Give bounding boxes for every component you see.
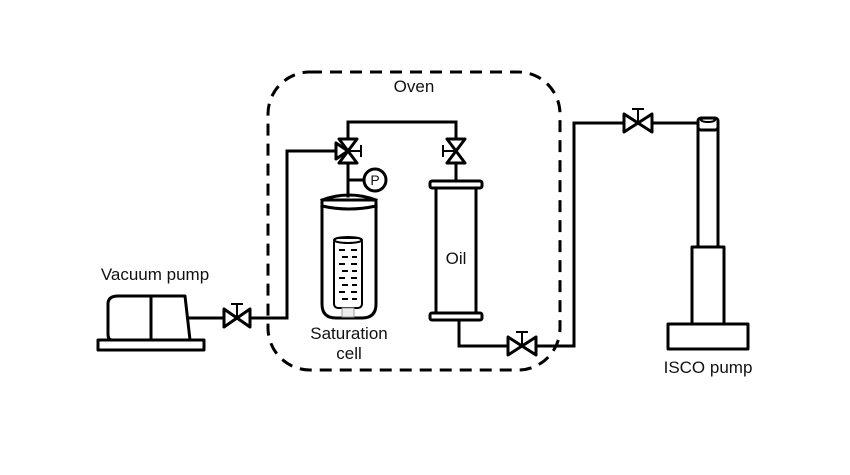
valve-oil-outlet[interactable] — [506, 331, 538, 357]
valve-handle-icon — [516, 331, 528, 346]
pressure-gauge-label: P — [370, 172, 379, 188]
valve-handle-icon — [442, 145, 456, 157]
vacuum-pump-label: Vacuum pump — [101, 265, 209, 284]
pipe-three-way-to-oil-valve — [346, 120, 458, 141]
saturation-cell-label-line1: Saturation — [310, 324, 388, 343]
isco-pump — [666, 116, 750, 351]
vacuum-pump-head — [149, 294, 192, 342]
valve-vacuum[interactable] — [222, 303, 252, 329]
pipe-outlet-to-isco-valve — [534, 121, 626, 348]
vacuum-pump-motor — [106, 294, 153, 342]
three-way-valve[interactable] — [334, 137, 362, 165]
pipe-valve-to-three-way — [248, 149, 338, 320]
saturation-cell — [320, 193, 378, 320]
saturation-cell-label-line2: cell — [336, 344, 362, 363]
pipe-oil-to-outlet-valve — [457, 318, 510, 348]
oven-label: Oven — [394, 77, 435, 96]
isco-pump-label: ISCO pump — [664, 358, 753, 377]
oil-label: Oil — [446, 249, 467, 268]
fluid-dashes — [339, 249, 357, 300]
valve-handle-icon — [348, 145, 362, 157]
pressure-gauge: P — [362, 167, 388, 193]
oven-enclosure — [266, 70, 562, 372]
valve-handle-icon — [231, 303, 243, 318]
vacuum-pump — [96, 294, 206, 352]
oil-cylinder — [428, 179, 484, 322]
valve-oil-top[interactable] — [442, 137, 467, 165]
valve-isco[interactable] — [622, 108, 654, 134]
valve-handle-icon — [632, 108, 644, 123]
